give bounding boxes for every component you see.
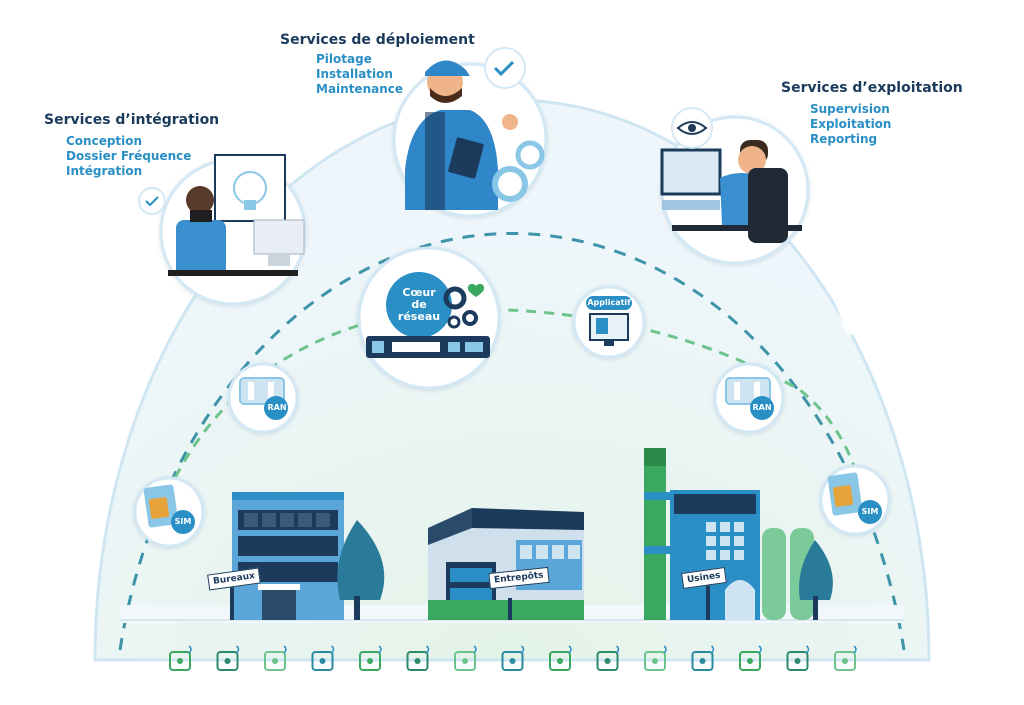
operation-item-1: Supervision xyxy=(810,102,890,116)
operation-services-title: Services d’exploitation xyxy=(781,80,963,96)
integration-item-1: Conception xyxy=(66,134,143,148)
dome-camera-icon xyxy=(359,645,382,671)
deployment-item-3: Maintenance xyxy=(316,82,404,96)
application-label: Applicatif xyxy=(587,298,631,307)
warehouse-building[interactable] xyxy=(428,508,584,620)
drone-icon xyxy=(691,645,715,671)
application-node[interactable] xyxy=(572,285,646,359)
deployment-circle[interactable] xyxy=(392,47,548,218)
smartphone-icon xyxy=(169,645,192,671)
bus-icon xyxy=(739,645,762,671)
core-network-node[interactable] xyxy=(357,246,501,390)
operation-circle[interactable] xyxy=(660,107,810,265)
deployment-services-block: Services de déploiement Pilotage Install… xyxy=(280,32,475,97)
deployment-item-1: Pilotage xyxy=(316,52,372,66)
integration-services-block: Services d’intégration Conception Dossie… xyxy=(44,112,219,179)
integration-item-2: Dossier Fréquence xyxy=(66,149,192,163)
operation-services-block: Services d’exploitation Supervision Expl… xyxy=(781,80,963,147)
cctv-camera-icon xyxy=(406,645,430,671)
sim-right-label: SIM xyxy=(861,507,879,516)
core-network-label: Cœur de réseau xyxy=(394,287,444,323)
core-network-label-line-2: de xyxy=(411,298,427,311)
sensor-icon xyxy=(264,645,287,671)
sim-node-right[interactable] xyxy=(819,464,891,536)
outer-dashed-arc xyxy=(118,231,906,651)
port-crane-icon xyxy=(834,645,857,671)
forklift-icon xyxy=(596,645,620,671)
ran-right-label: RAN xyxy=(752,403,772,412)
deployment-item-2: Installation xyxy=(316,67,393,81)
offices-building[interactable] xyxy=(230,492,385,620)
train-icon xyxy=(786,645,810,671)
container-icon xyxy=(644,645,667,671)
ran-left-label: RAN xyxy=(267,403,287,412)
handheld-radio-icon xyxy=(216,645,240,671)
factory-building[interactable] xyxy=(644,448,833,620)
conveyor-icon xyxy=(549,645,572,671)
integration-services-title: Services d’intégration xyxy=(44,112,220,128)
robot-arm-icon xyxy=(501,645,525,671)
core-network-label-line-3: réseau xyxy=(397,310,441,323)
deployment-services-title: Services de déploiement xyxy=(280,32,475,48)
sim-node-left[interactable] xyxy=(133,476,205,548)
ran-node-right[interactable] xyxy=(713,362,785,434)
machine-icon xyxy=(454,645,477,671)
integration-circle[interactable] xyxy=(138,154,307,306)
integration-item-3: Intégration xyxy=(66,164,143,178)
smart-glasses-icon xyxy=(311,645,335,671)
sim-left-label: SIM xyxy=(174,517,192,526)
operation-item-2: Exploitation xyxy=(810,117,892,131)
operation-item-3: Reporting xyxy=(810,132,878,146)
ran-node-left[interactable] xyxy=(227,362,299,434)
device-icon-row xyxy=(169,645,857,671)
core-network-label-line-1: Cœur xyxy=(402,286,436,299)
